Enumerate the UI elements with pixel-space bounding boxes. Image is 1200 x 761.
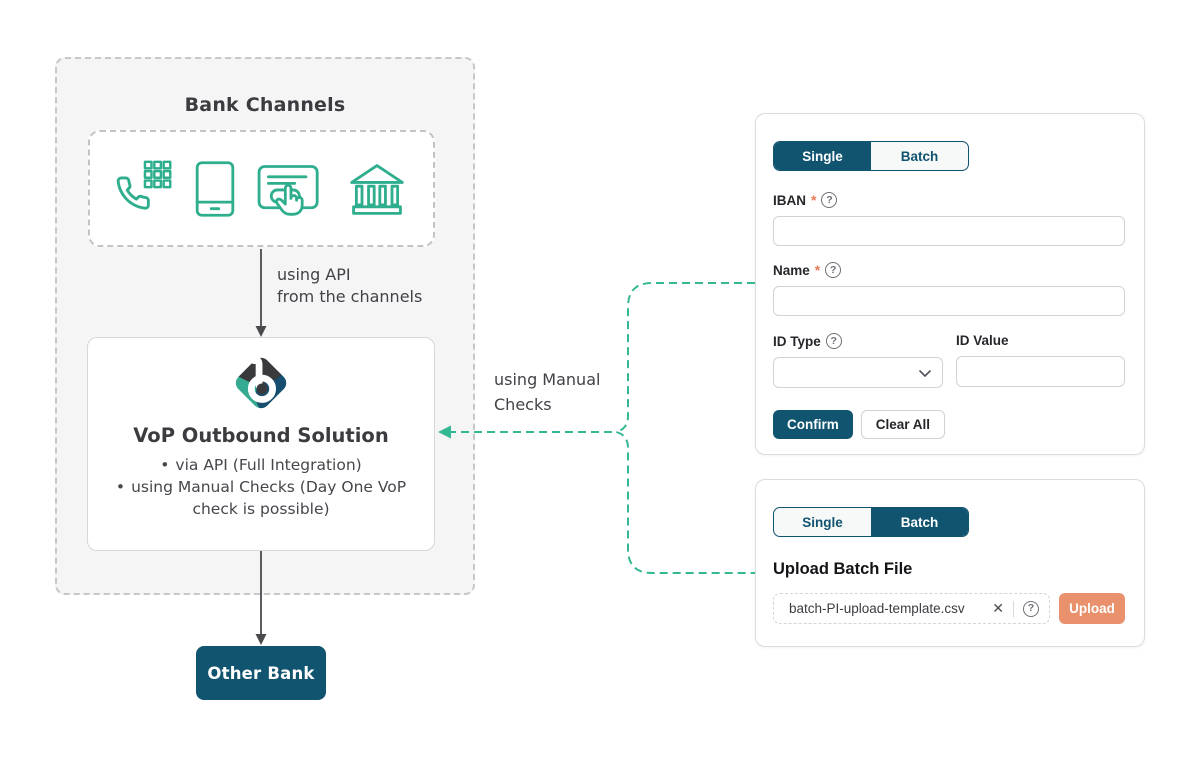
id-value-input[interactable] [956, 356, 1125, 387]
single-panel-actions: Confirm Clear All [773, 410, 1125, 439]
tab-batch[interactable]: Batch [871, 508, 968, 536]
iban-label-row: IBAN * ? [773, 192, 1125, 208]
arrow-down-icon [255, 634, 267, 645]
id-value-label-row: ID Value [956, 333, 1125, 348]
iban-label: IBAN [773, 192, 806, 208]
single-panel-tab-group: Single Batch [773, 141, 969, 171]
divider [1013, 600, 1014, 617]
batch-upload-panel: Single Batch Upload Batch File batch-PI-… [755, 479, 1145, 647]
required-asterisk: * [811, 192, 817, 208]
id-row: ID Type ? ID Value [773, 333, 1125, 388]
name-help-icon[interactable]: ? [825, 262, 842, 278]
confirm-button[interactable]: Confirm [773, 410, 853, 439]
batch-panel-tab-group: Single Batch [773, 507, 969, 537]
using-api-line1: using API [277, 265, 351, 284]
vop-outbound-box: VoP Outbound Solution • via API (Full Int… [87, 337, 435, 551]
using-api-line2: from the channels [277, 287, 423, 306]
iban-help-icon[interactable]: ? [821, 192, 838, 208]
bullet-glyph: • [160, 456, 170, 474]
file-upload-row: batch-PI-upload-template.csv ✕ ? Upload [773, 593, 1125, 624]
tab-batch[interactable]: Batch [900, 148, 939, 164]
vop-bullet-2-text: using Manual Checks (Day One VoP check i… [131, 478, 407, 518]
id-type-select[interactable] [773, 357, 943, 388]
id-type-column: ID Type ? [773, 333, 943, 388]
file-name: batch-PI-upload-template.csv [789, 601, 965, 616]
mobile-icon [195, 160, 234, 217]
id-type-help-icon[interactable]: ? [825, 333, 842, 349]
bank-channels-title: Bank Channels [184, 94, 346, 116]
iban-input[interactable] [773, 216, 1125, 246]
upload-batch-heading: Upload Batch File [773, 560, 913, 578]
manual-checks-line2: Checks [494, 395, 552, 414]
phone-keypad-icon [116, 160, 172, 210]
card-terminal-icon [257, 164, 319, 216]
id-value-column: ID Value [956, 333, 1125, 388]
name-label: Name [773, 262, 810, 278]
id-value-label: ID Value [956, 333, 1009, 348]
channel-icons-box [88, 130, 435, 247]
tab-single[interactable]: Single [774, 142, 871, 170]
vop-logo-icon [232, 354, 290, 412]
remove-file-icon[interactable]: ✕ [992, 600, 1004, 616]
vop-bullet-list: • via API (Full Integration) • using Manua… [88, 454, 434, 520]
selected-file-box[interactable]: batch-PI-upload-template.csv ✕ ? [773, 593, 1050, 624]
vop-bullet-2: • using Manual Checks (Day One VoP check … [98, 476, 424, 520]
other-bank-node: Other Bank [196, 646, 326, 700]
chevron-down-icon [919, 370, 931, 377]
manual-checks-label: using Manual Checks [494, 367, 600, 417]
vop-bullet-1-text: via API (Full Integration) [175, 456, 362, 474]
single-check-panel: Single Batch IBAN * ? Name * ? ID Type ? [755, 113, 1145, 455]
id-type-label: ID Type [773, 333, 821, 349]
id-type-label-row: ID Type ? [773, 333, 943, 349]
required-asterisk: * [814, 262, 821, 278]
upload-button[interactable]: Upload [1059, 593, 1125, 624]
tab-single[interactable]: Single [802, 514, 843, 530]
vop-title: VoP Outbound Solution [133, 424, 389, 447]
bank-building-icon [350, 163, 404, 215]
name-label-row: Name * ? [773, 262, 1125, 278]
clear-all-button[interactable]: Clear All [860, 410, 946, 439]
vop-bullet-1: • via API (Full Integration) [98, 454, 424, 476]
manual-checks-line1: using Manual [494, 370, 601, 389]
name-input[interactable] [773, 286, 1125, 316]
file-help-icon[interactable]: ? [1023, 600, 1039, 617]
using-api-label: using API from the channels [277, 264, 422, 308]
bullet-glyph: • [115, 478, 126, 496]
